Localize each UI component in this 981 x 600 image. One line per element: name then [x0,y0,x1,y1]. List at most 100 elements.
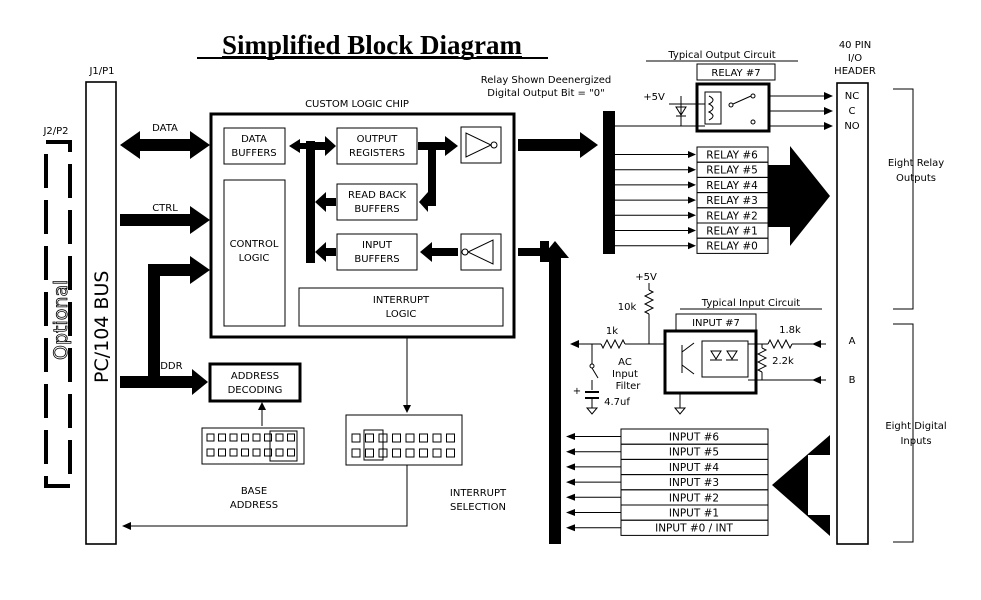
interrupt-selection-cells [351,433,455,458]
output-registers-block [336,127,418,165]
flyback-diode [675,106,687,116]
digital-inputs-arrow [772,435,830,536]
relay7-no-contact [750,119,756,125]
digital-inputs-bracket [893,323,914,543]
header-label-2: I/O [848,53,862,64]
bus-to-output-registers-arrow [315,136,336,156]
header-c-label: C [849,106,856,117]
header-a-label: A [849,336,856,347]
filter-label-2: Input [612,369,638,380]
data-signal-label: DATA [152,123,178,134]
io-header-40pin [836,82,869,545]
data-buffers-label-2: BUFFERS [231,148,276,159]
control-logic-label-2: LOGIC [239,253,270,264]
input-label: INPUT #2 [669,492,719,504]
irq-cell [365,448,374,458]
relay-supply-label: +5V [643,92,665,103]
addr-to-decoding-arrow [160,369,208,395]
irq-cell [419,433,428,443]
phototransistor-collector [681,342,695,353]
custom-logic-chip [209,112,516,339]
optional-label: Optional [50,280,72,360]
dip-cell [241,448,249,457]
irq-to-bus-line [128,465,408,527]
output-registers-label-2: REGISTERS [349,148,405,159]
ctrl-bus-arrow [120,206,210,234]
input-buffers-label-2: BUFFERS [354,254,399,265]
base-address-jumper [269,430,298,462]
digital-inputs-label-1: Eight Digital [885,421,946,432]
header-label-3: HEADER [834,66,876,77]
base-address-dip-switch [201,427,305,465]
terminal-a-arrowhead [812,340,821,348]
diagram-title: Simplified Block Diagram [222,30,523,60]
filter-label-1: AC [618,357,632,368]
resistor-2-2k [756,347,768,373]
address-decoding-block [208,362,302,403]
control-logic-label-1: CONTROL [230,239,279,250]
irq-cell [351,433,361,443]
output-driver-bubble [490,141,498,149]
irq-cell [351,448,361,458]
input-label: INPUT #1 [669,508,719,520]
input-buffers-block [336,233,418,271]
relay-label: RELAY #4 [706,180,758,192]
irq-cell [392,448,401,458]
header-nc-label: NC [845,91,859,102]
bus-to-data-buffers-arrow [289,139,306,153]
relay-label: RELAY #1 [706,226,758,238]
irq-cell [405,433,415,443]
output-circuit-title: Typical Output Circuit [667,50,775,61]
relay-drive-arrowhead [688,151,696,158]
input-label: INPUT #3 [669,477,719,489]
irq-cell [432,448,442,458]
relay7-label: RELAY #7 [711,68,760,79]
readback-loop-line [428,142,436,204]
input7-block [663,329,758,395]
dip-cell [264,433,272,442]
relay7-coil [704,91,722,125]
relay-outputs-bracket [893,88,914,310]
custom-logic-chip-label: CUSTOM LOGIC CHIP [305,99,409,110]
dip-cell [206,433,215,442]
input-line-arrowhead [566,524,575,532]
relay7-common-contact [728,102,734,108]
optocoupler-bridge [701,340,749,378]
relay-label: RELAY #2 [706,210,758,222]
dip-cell [218,433,226,442]
address-decoding-label-1: ADDRESS [231,371,279,382]
interrupt-logic-label-1: INTERRUPT [373,295,430,306]
input-line-arrowhead [566,493,575,501]
pc104-bus-label: PC/104 BUS [91,271,113,383]
base-address-label-2: ADDRESS [230,500,278,511]
dip-cell [229,433,238,442]
relay7-label-box [696,63,776,81]
input-receiver-triangle [466,239,494,265]
dip-cell [287,433,295,442]
header-label-1: 40 PIN [839,40,871,51]
ctrl-signal-label: CTRL [152,203,178,214]
header-b-label: B [849,375,856,386]
bridge-diode-2 [726,350,738,360]
input-line-arrowhead [566,463,575,471]
addr-to-chip-arrow [120,256,210,388]
irq-cell [446,433,455,443]
resistor-10k-label: 10k [618,302,637,313]
read-back-buffers-label-1: READ BACK [348,190,406,201]
dip-cell [275,433,284,442]
relay-outputs-label-1: Eight Relay [888,158,944,169]
interrupt-selection-label-1: INTERRUPT [450,488,507,499]
relay-label: RELAY #5 [706,165,758,177]
input-line-arrowhead [566,448,575,456]
bridge-diode-1 [710,350,722,360]
input7-label: INPUT #7 [692,318,740,329]
input-buffers-label-1: INPUT [362,240,393,251]
terminal-b-arrowhead [812,376,821,384]
no-arrowhead [824,122,833,130]
input-line-arrowhead [566,433,575,440]
j1p1-label: J1/P1 [88,66,114,77]
relay-outputs-arrow [768,146,830,246]
